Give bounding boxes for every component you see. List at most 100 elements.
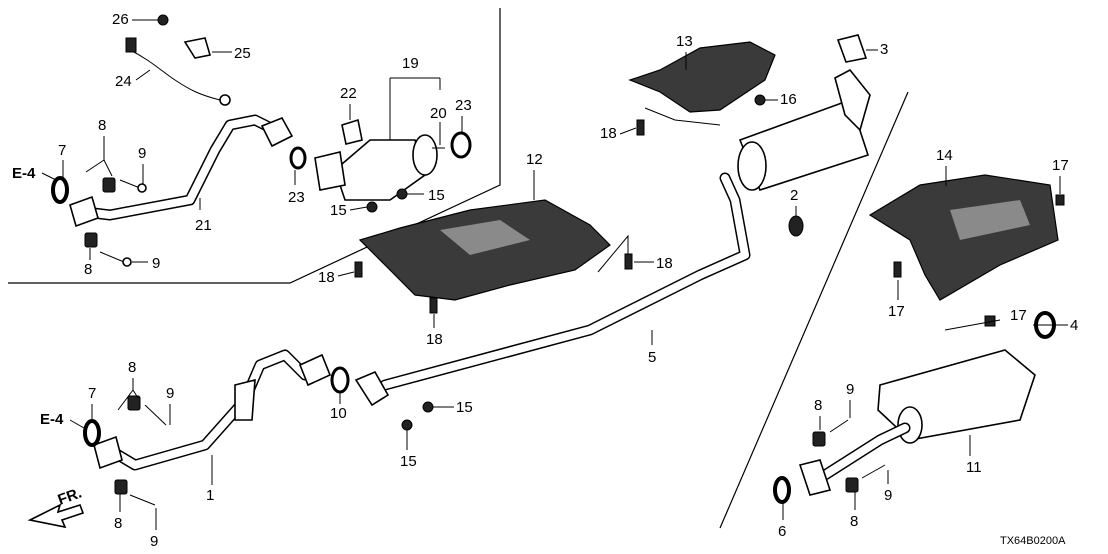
- callout-21: 21: [195, 217, 212, 234]
- heat-shield-14: [868, 174, 1059, 301]
- spring-8f: [845, 477, 859, 493]
- bolt-18a: [636, 119, 645, 136]
- gasket-10: [330, 366, 350, 394]
- bolt-9d: [129, 494, 156, 506]
- callout-6: 6: [778, 523, 786, 540]
- callout-7b: 7: [88, 385, 96, 402]
- callout-7a: 7: [58, 142, 66, 159]
- leader-13: [644, 107, 721, 126]
- rear-muffler-11: [798, 349, 1036, 496]
- spring-8c: [127, 395, 141, 411]
- callout-9b: 9: [152, 255, 160, 272]
- callout-20: 20: [430, 105, 447, 122]
- bolt-9c: [144, 404, 167, 426]
- clip-22: [341, 118, 363, 145]
- callout-17b: 17: [888, 303, 905, 320]
- front-pipe-upper: [69, 114, 294, 228]
- callout-9d: 9: [150, 533, 158, 550]
- bolt-head-9b: [122, 257, 132, 267]
- front-pipe-1: [93, 349, 332, 471]
- callout-19: 19: [402, 55, 419, 72]
- callout-leaders: [62, 19, 1068, 530]
- ref-e4-upper-arrow: [41, 172, 57, 181]
- callout-15a: 15: [428, 187, 445, 204]
- callout-8d: 8: [114, 515, 122, 532]
- callout-15d: 15: [400, 453, 417, 470]
- callout-9a: 9: [138, 145, 146, 162]
- spring-8e: [812, 431, 826, 447]
- bolt-9a: [119, 179, 141, 189]
- callout-11: 11: [966, 459, 982, 476]
- callout-26: 26: [112, 11, 129, 28]
- bolt-18c: [429, 297, 438, 314]
- callout-15c: 15: [456, 399, 473, 416]
- bolt-18d: [624, 253, 633, 270]
- spring-8d: [114, 479, 128, 495]
- bolt-26: [157, 14, 169, 26]
- callout-labels: 26 25 24 22 19 20 23 23 15 15 8 9 7 21 8…: [58, 11, 1078, 550]
- front-direction-arrow: [27, 503, 85, 529]
- bolt-9f: [861, 464, 886, 479]
- callout-8b: 8: [84, 261, 92, 278]
- flange-5-front: [354, 370, 390, 407]
- heat-shield-13: [628, 41, 776, 113]
- callout-12: 12: [526, 151, 543, 168]
- callout-8e: 8: [814, 397, 822, 414]
- nut-15c: [422, 401, 434, 413]
- gasket-7b: [83, 419, 101, 447]
- leader-18d: [597, 234, 629, 273]
- heat-shield-12: [358, 199, 611, 301]
- callout-13: 13: [676, 33, 693, 50]
- callout-18a: 18: [600, 125, 617, 142]
- callout-22: 22: [340, 85, 357, 102]
- callout-18c: 18: [426, 331, 443, 348]
- gasket-23a: [289, 146, 307, 170]
- callout-8f: 8: [850, 513, 858, 530]
- nut-15b: [366, 201, 378, 213]
- callout-17a: 17: [1052, 157, 1069, 174]
- inset-boundary-right: [719, 91, 909, 529]
- callout-23b: 23: [455, 97, 472, 114]
- mount-3: [836, 34, 868, 63]
- callout-9f: 9: [884, 487, 892, 504]
- bolt-18b: [354, 261, 363, 278]
- callout-18d: 18: [656, 255, 673, 272]
- diagram-code: TX64B0200A: [1000, 535, 1066, 547]
- mount-2: [788, 215, 804, 237]
- leader-17: [944, 319, 1001, 331]
- callout-8c: 8: [128, 359, 136, 376]
- callout-23a: 23: [288, 189, 305, 206]
- bolt-9b: [99, 251, 125, 263]
- callout-9c: 9: [166, 385, 174, 402]
- callout-8a: 8: [98, 117, 106, 134]
- nut-15a: [396, 188, 408, 200]
- nut-16: [754, 94, 766, 106]
- spring-8b: [84, 232, 98, 248]
- o2-sensor: [125, 37, 231, 106]
- spring-8a: [102, 177, 116, 193]
- callout-5: 5: [648, 349, 656, 366]
- bolt-17b: [893, 261, 902, 278]
- callout-17c: 17: [1010, 307, 1027, 324]
- callout-9e: 9: [846, 381, 854, 398]
- callout-2: 2: [790, 187, 798, 204]
- bolt-17a: [1055, 194, 1065, 206]
- nut-15d: [401, 419, 413, 431]
- callout-14: 14: [936, 147, 953, 164]
- catalytic-converter: [314, 134, 438, 201]
- callout-15b: 15: [330, 202, 347, 219]
- callout-1: 1: [206, 487, 214, 504]
- ref-e4-lower: E-4: [40, 411, 64, 428]
- callout-4: 4: [1070, 317, 1078, 334]
- gasket-7a: [51, 176, 69, 204]
- callout-18b: 18: [318, 269, 335, 286]
- gasket-23b: [450, 131, 472, 159]
- callout-25: 25: [234, 45, 251, 62]
- callout-16: 16: [780, 91, 797, 108]
- bracket-25: [183, 37, 212, 59]
- ref-e4-lower-arrow: [69, 419, 85, 429]
- bolt-head-9a: [137, 183, 147, 193]
- callout-10: 10: [330, 405, 347, 422]
- callout-3: 3: [880, 41, 888, 58]
- ref-e4-upper: E-4: [12, 165, 36, 182]
